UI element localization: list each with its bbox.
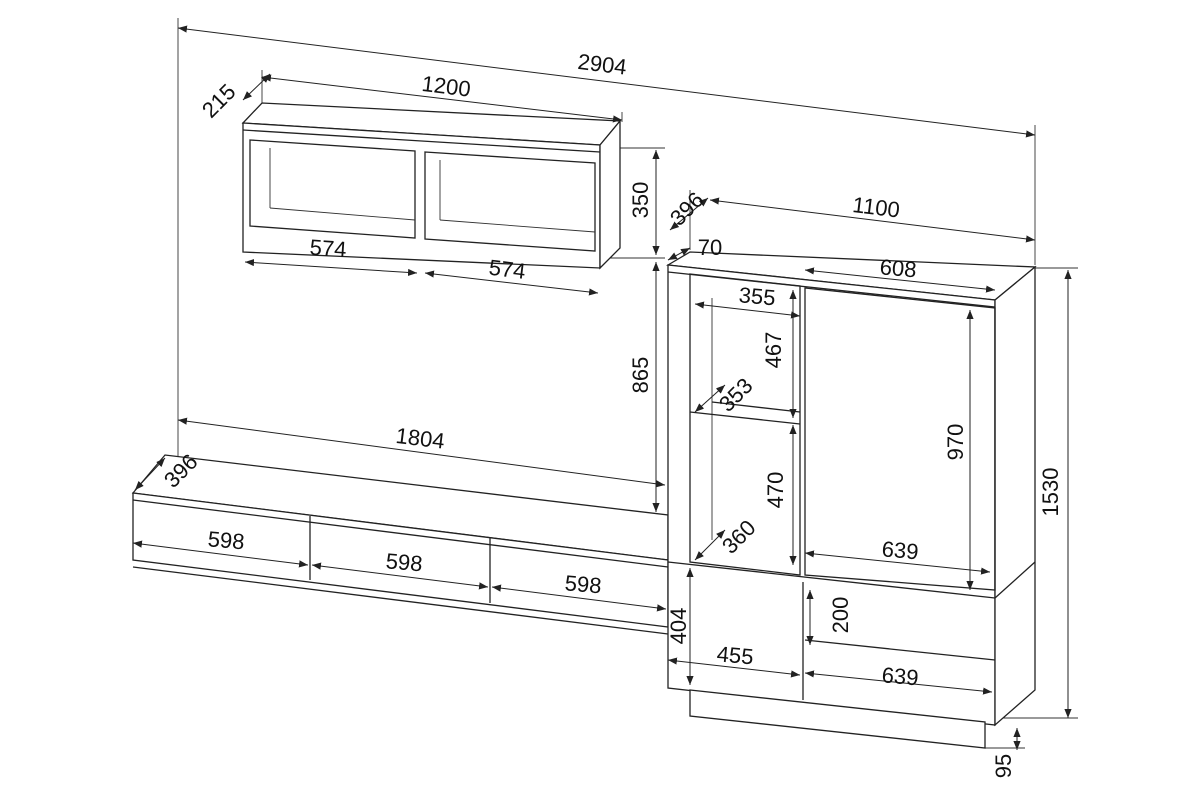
- dim-tv-drawer-3: 598: [564, 570, 603, 598]
- dim-drawer-height: 200: [828, 597, 853, 634]
- dim-tv-unit-width: 1804: [394, 423, 446, 454]
- dim-wall-shelf-depth: 215: [197, 79, 241, 123]
- dim-cabinet-depth: 396: [665, 187, 709, 231]
- dim-open-width: 355: [738, 282, 777, 310]
- dim-cabinet-width: 1100: [851, 192, 901, 223]
- dim-overall-width: 2904: [576, 49, 628, 80]
- dim-shelf-gap: 865: [628, 357, 653, 394]
- dim-shelf-niche-left: 574: [309, 235, 347, 263]
- dim-drawer-width: 639: [881, 662, 920, 690]
- dim-tv-drawer-1: 598: [207, 526, 246, 554]
- dim-tv-drawer-2: 598: [385, 548, 424, 576]
- dim-plinth-height: 95: [991, 754, 1016, 778]
- wall-shelf: [241, 102, 622, 270]
- dim-cabinet-height: 1530: [1038, 468, 1063, 517]
- dim-wall-shelf-height: 350: [628, 182, 653, 219]
- tall-cabinet: [665, 251, 1037, 749]
- dim-open-lower-height: 470: [763, 472, 788, 509]
- dim-shelf-niche-right: 574: [487, 255, 526, 284]
- dim-cabinet-overhang: 70: [698, 235, 722, 260]
- dim-door-inner-width: 639: [881, 536, 920, 564]
- dim-lower-door-height: 404: [666, 608, 691, 645]
- dim-lower-door-width: 455: [716, 641, 755, 669]
- dimension-lines: [132, 25, 1072, 750]
- dim-door-width: 608: [879, 254, 918, 282]
- dim-door-height: 970: [943, 424, 968, 461]
- dim-wall-shelf-width: 1200: [420, 71, 472, 102]
- dim-open-upper-height: 467: [761, 332, 786, 369]
